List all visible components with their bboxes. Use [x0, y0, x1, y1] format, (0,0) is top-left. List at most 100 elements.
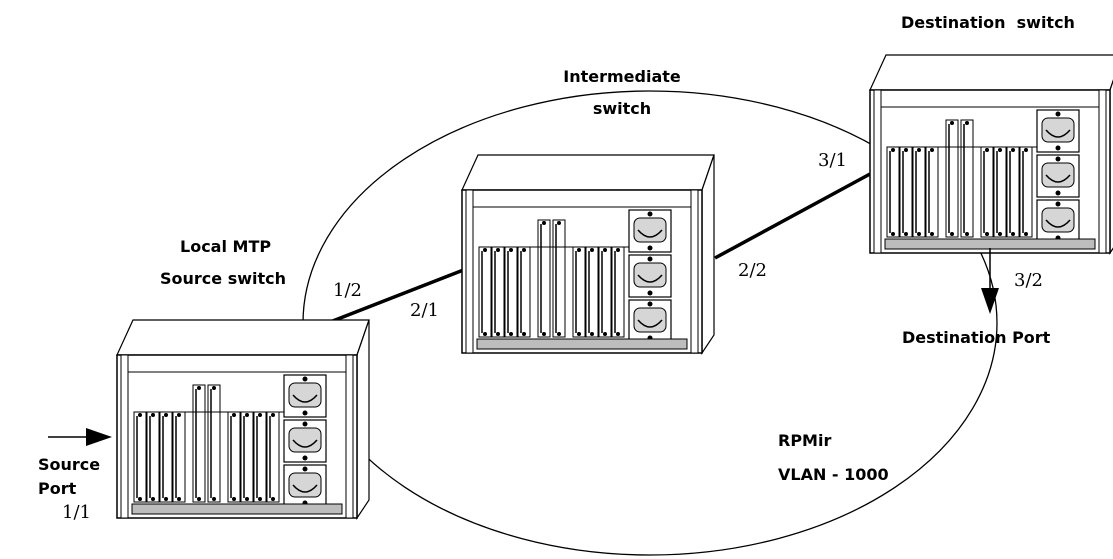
intermediate-switch-chassis [461, 154, 715, 355]
power-supply-screw [1055, 156, 1061, 162]
slot-card [993, 146, 1007, 238]
source-port-label-line2: Port [38, 479, 77, 498]
slot-screw [138, 497, 142, 501]
intermediate-switch-label-line1: Intermediate [563, 67, 681, 86]
chassis-right-rail [690, 189, 699, 354]
slot-card [1019, 146, 1033, 238]
power-supply-grip [1045, 219, 1071, 228]
port-label-3-1: 3/1 [818, 150, 847, 171]
chassis-right-rail [345, 354, 354, 519]
slot-card [253, 411, 267, 503]
slot-screw [965, 232, 969, 236]
slot-card [207, 384, 221, 503]
slot-card [980, 146, 994, 238]
slot-screw [891, 232, 895, 236]
chassis-top [869, 54, 1113, 91]
vlan-label: VLAN - 1000 [778, 465, 889, 484]
slot-card [146, 411, 160, 503]
fan-tray [131, 503, 343, 515]
source-switch-label: Source switch [160, 269, 286, 288]
slot-screw [245, 497, 249, 501]
slot-screw [930, 148, 934, 152]
slot-screw [271, 413, 275, 417]
slot-card [886, 146, 900, 238]
slot-screw [904, 148, 908, 152]
slot-screw [603, 332, 607, 336]
power-supply-screw [647, 290, 653, 296]
destination-port-arrow-head [981, 288, 999, 314]
chassis-side [701, 154, 715, 355]
power-supply-grip [637, 274, 663, 283]
slot-screw [271, 497, 275, 501]
power-supply-handle [288, 427, 322, 453]
slot-screw [557, 332, 561, 336]
slot-screw [616, 248, 620, 252]
chassis-left-rail [873, 89, 882, 254]
slot-card [572, 246, 586, 338]
power-supply-screw [302, 410, 308, 416]
slot-card [945, 119, 959, 238]
fan-tray [884, 238, 1096, 250]
power-supply-grip [1045, 174, 1071, 183]
slot-screw [930, 232, 934, 236]
slot-screw [177, 413, 181, 417]
power-supply-handle [1041, 162, 1075, 188]
power-supply-handle [1041, 207, 1075, 233]
fan-tray [476, 338, 688, 350]
slot-card [925, 146, 939, 238]
chassis-left-rail [120, 354, 129, 519]
power-supply-handle [288, 382, 322, 408]
power-supply-screw [647, 211, 653, 217]
slot-screw [577, 332, 581, 336]
source-port-label-line1: Source [38, 455, 100, 474]
link-source-to-intermediate [324, 267, 467, 326]
slot-screw [522, 332, 526, 336]
slot-screw [212, 386, 216, 390]
slot-card [227, 411, 241, 503]
slot-card [491, 246, 505, 338]
slot-screw [590, 332, 594, 336]
source-port-arrow-head [86, 428, 112, 446]
slot-screw [557, 221, 561, 225]
slot-screw [891, 148, 895, 152]
slot-screw [1011, 148, 1015, 152]
power-supply-screw [1055, 145, 1061, 151]
slot-screw [1011, 232, 1015, 236]
slot-screw [998, 232, 1002, 236]
slot-screw [1024, 148, 1028, 152]
slot-screw [950, 232, 954, 236]
slot-screw [577, 248, 581, 252]
slot-card [159, 411, 173, 503]
slot-card [611, 246, 625, 338]
destination-switch-label: Destination switch [901, 13, 1075, 32]
slot-screw [509, 248, 513, 252]
slot-card [1006, 146, 1020, 238]
slot-screw [177, 497, 181, 501]
slot-card [899, 146, 913, 238]
intermediate-switch-label-line2: switch [593, 99, 651, 118]
power-supply-handle [633, 262, 667, 288]
power-supply-screw [1055, 190, 1061, 196]
slot-screw [542, 221, 546, 225]
slot-card [960, 119, 974, 238]
power-supply-screw [647, 256, 653, 262]
power-supply-screw [1055, 111, 1061, 117]
slot-screw [522, 248, 526, 252]
slot-screw [1024, 232, 1028, 236]
slot-card [585, 246, 599, 338]
slot-screw [258, 497, 262, 501]
power-supply-screw [1055, 201, 1061, 207]
slot-card [266, 411, 280, 503]
slot-screw [590, 248, 594, 252]
slot-screw [483, 332, 487, 336]
slot-screw [151, 413, 155, 417]
power-supply-grip [292, 394, 318, 403]
chassis-side [356, 319, 370, 520]
power-supply-grip [292, 484, 318, 493]
slot-card [552, 219, 566, 338]
slot-screw [965, 121, 969, 125]
link-intermediate-to-destination [714, 172, 871, 260]
slot-screw [985, 232, 989, 236]
source-switch-chassis [116, 319, 370, 520]
